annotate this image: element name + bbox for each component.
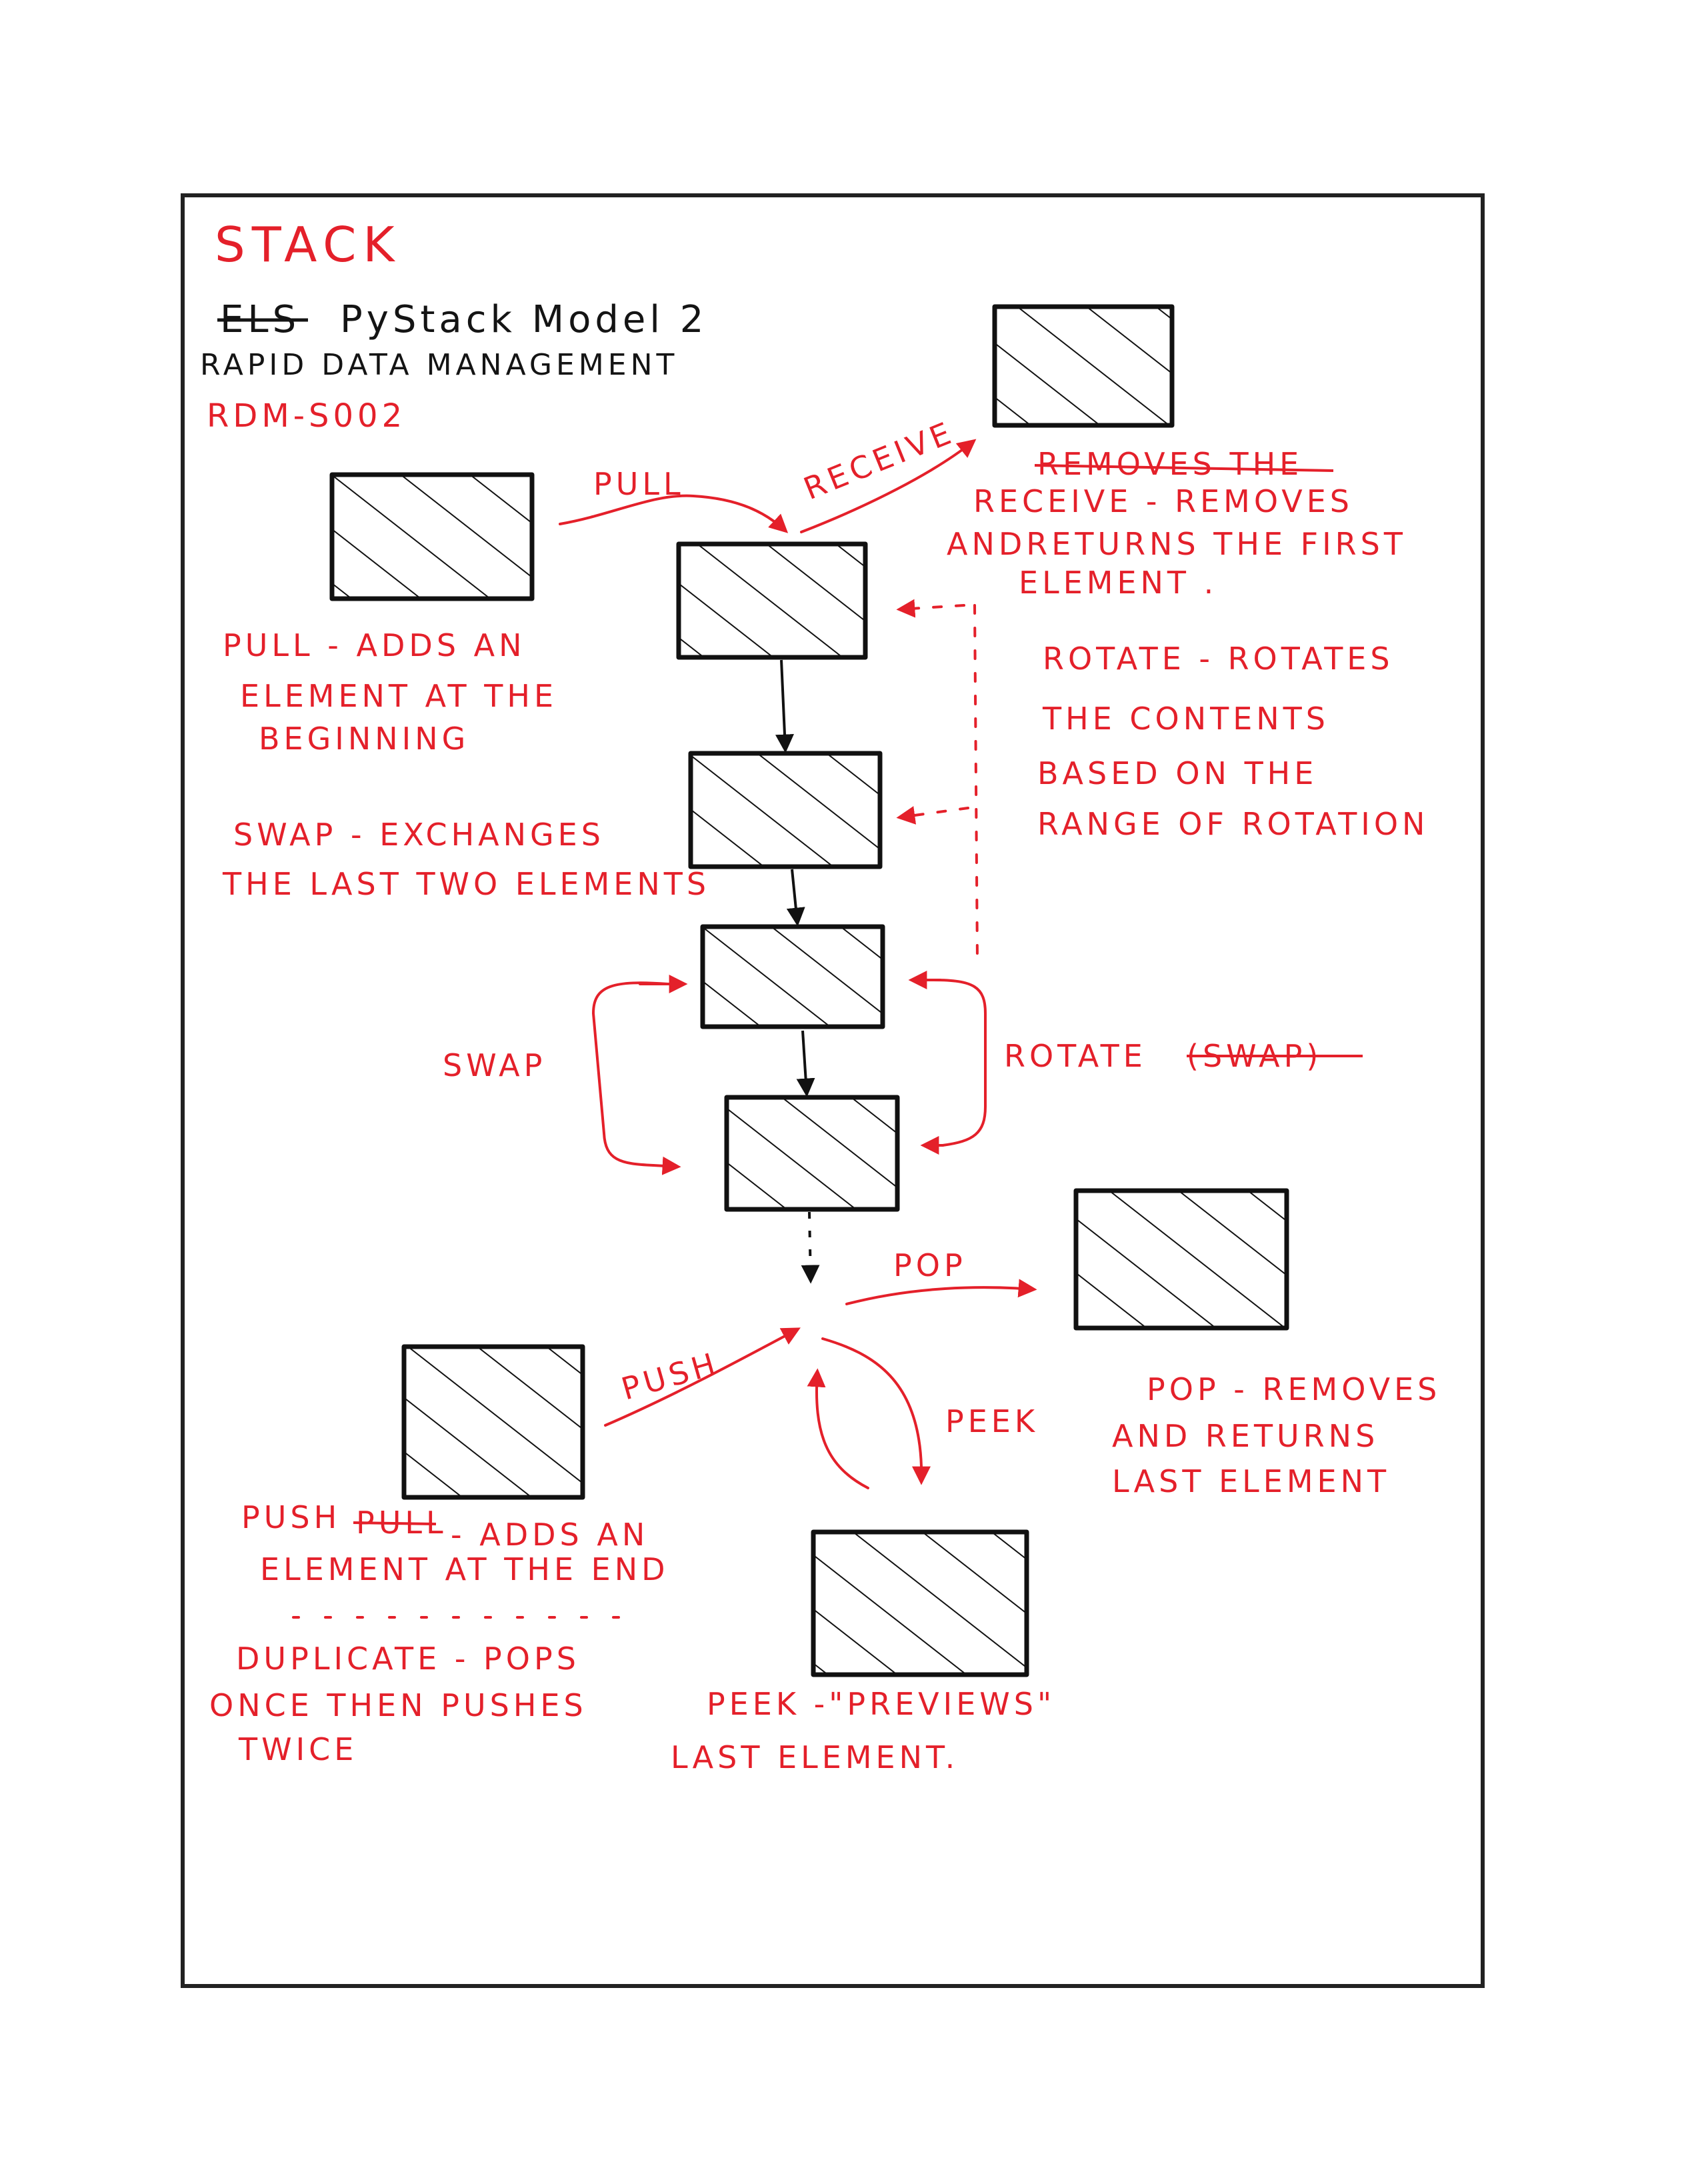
swap-bracket-arrow xyxy=(591,981,669,1167)
pull-note-line-1: PULL - ADDS AN xyxy=(223,627,526,663)
page-frame xyxy=(181,193,1485,1988)
rotate-dashed-arrow-2 xyxy=(896,806,969,825)
pull-note-line-2: ELEMENT AT THE xyxy=(240,678,557,714)
push-note-strike xyxy=(353,1521,437,1525)
swap-arrowhead-bottom xyxy=(652,1156,681,1175)
stack-link-arrow-1 xyxy=(775,659,794,753)
pop-arrow-label: POP xyxy=(893,1247,967,1283)
subtitle: RAPID DATA MANAGEMENT xyxy=(200,348,678,382)
pop-note-line-3: LAST ELEMENT xyxy=(1112,1463,1390,1499)
pop-note-line-1: POP - REMOVES xyxy=(1147,1371,1441,1407)
rotate-note-line-3: BASED ON THE xyxy=(1037,755,1317,791)
receive-note-line-1: RECEIVE - REMOVES xyxy=(973,483,1353,519)
pushed-element-box xyxy=(401,1344,585,1500)
pop-note-line-2: AND RETURNS xyxy=(1112,1418,1379,1454)
pulled-element-box xyxy=(329,472,535,601)
push-note-line-2: ELEMENT AT THE END xyxy=(260,1551,669,1587)
stack-element-1 xyxy=(676,541,868,660)
model-code: RDM-S002 xyxy=(207,397,406,435)
pop-arrow xyxy=(845,1279,1037,1305)
receive-note-strike xyxy=(1034,464,1334,472)
popped-element-box xyxy=(1073,1188,1289,1331)
push-arrow xyxy=(604,1327,801,1427)
received-element-box xyxy=(992,304,1175,428)
receive-arrow xyxy=(800,439,977,533)
rotate-arrow-label: ROTATE xyxy=(1004,1038,1147,1074)
stack-element-4 xyxy=(724,1095,900,1212)
duplicate-note-line-3: TWICE xyxy=(238,1731,357,1767)
peek-down-arrow xyxy=(821,1337,931,1485)
push-note-prefix: PUSH xyxy=(241,1499,341,1535)
peek-arrow-label: PEEK xyxy=(945,1403,1039,1439)
peek-note-line-1: PEEK -"PREVIEWS" xyxy=(707,1686,1055,1722)
rotate-note-line-1: ROTATE - ROTATES xyxy=(1043,641,1394,677)
page-title: STACK xyxy=(215,217,401,273)
stack-element-3 xyxy=(700,924,885,1029)
rotate-bracket-arrow xyxy=(932,979,987,1147)
stack-link-arrow-3 xyxy=(796,1030,815,1097)
stack-link-arrow-2 xyxy=(786,869,805,927)
receive-note-line-3: ELEMENT . xyxy=(1019,565,1217,601)
receive-note-struck: REMOVES THE xyxy=(1037,446,1303,482)
duplicate-note-line-2: ONCE THEN PUSHES xyxy=(209,1687,587,1723)
model-name: PyStack Model 2 xyxy=(340,298,707,341)
push-arrow-label: PUSH xyxy=(617,1345,723,1407)
receive-note-line-2: ANDRETURNS THE FIRST xyxy=(947,526,1407,562)
rotate-dashed-arrow-1 xyxy=(896,599,965,618)
swap-arrow-label: SWAP xyxy=(443,1047,546,1083)
rotate-note-line-4: RANGE OF ROTATION xyxy=(1037,806,1429,842)
stack-exit-arrow xyxy=(801,1211,820,1284)
peeked-element-box xyxy=(811,1529,1029,1677)
rotate-note-line-2: THE CONTENTS xyxy=(1042,701,1329,737)
pull-note-line-3: BEGINNING xyxy=(259,721,469,757)
swap-note-line-2: THE LAST TWO ELEMENTS xyxy=(222,866,710,902)
duplicate-note-line-1: DUPLICATE - POPS xyxy=(236,1641,580,1677)
push-note-rest: - ADDS AN xyxy=(451,1517,649,1553)
rotate-dashed-connector xyxy=(973,604,979,961)
swap-note-line-1: SWAP - EXCHANGES xyxy=(233,817,605,853)
peek-note-line-2: LAST ELEMENT. xyxy=(671,1739,959,1775)
receive-arrow-label: RECEIVE xyxy=(799,414,959,507)
pull-arrow-label: PULL xyxy=(593,466,685,502)
pull-arrow xyxy=(559,494,789,533)
peek-up-arrow xyxy=(807,1368,869,1489)
stack-element-2 xyxy=(688,751,883,869)
